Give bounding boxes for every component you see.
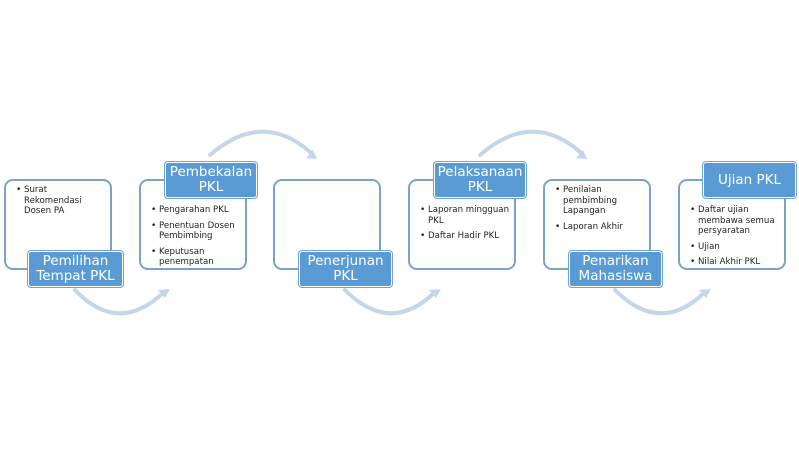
step-2-item-1: Pengarahan PKL <box>151 205 241 216</box>
step-6-item-1: Daftar ujian membawa semua persyaratan <box>690 205 780 237</box>
step-5-items: Penilaian pembimbing Lapangan Laporan Ak… <box>553 185 645 232</box>
step-5-item-2: Laporan Akhir <box>555 222 645 233</box>
arrow-4-head <box>576 150 587 159</box>
step-3-label: Penerjunan PKL <box>299 251 392 287</box>
step-4-item-1: Laporan mingguan PKL <box>420 205 510 226</box>
arrow-1-to-2 <box>73 288 165 316</box>
step-6-item-3: Nilai Akhir PKL <box>690 257 780 268</box>
arrow-2-head <box>306 150 317 159</box>
step-6-items: Daftar ujian membawa semua persyaratan U… <box>688 205 780 268</box>
step-2-label: Pembekalan PKL <box>165 162 257 198</box>
step-1-label: Pemilihan Tempat PKL <box>28 251 123 287</box>
arrow-4-to-5 <box>478 129 582 157</box>
arrow-5-to-6 <box>613 288 706 316</box>
arrow-3-to-4 <box>343 288 436 316</box>
arrow-3-head <box>429 289 441 298</box>
step-4-item-2: Daftar Hadir PKL <box>420 231 510 242</box>
arrow-2-to-3 <box>208 129 312 157</box>
step-2-item-2: Penentuan Dosen Pembimbing <box>151 221 241 242</box>
step-2-items: Pengarahan PKL Penentuan Dosen Pembimbin… <box>149 205 241 268</box>
step-6-panel: Daftar ujian membawa semua persyaratan U… <box>678 179 786 270</box>
step-6-item-2: Ujian <box>690 242 780 253</box>
step-1-items: Surat Rekomendasi Dosen PA <box>14 185 106 217</box>
arrow-5-head <box>699 289 711 298</box>
arrow-1-head <box>158 289 170 298</box>
step-5-item-1: Penilaian pembimbing Lapangan <box>555 185 645 217</box>
step-2-item-3: Keputusan penempatan <box>151 247 241 268</box>
step-1-item-1: Surat Rekomendasi Dosen PA <box>16 185 106 217</box>
step-4-items: Laporan mingguan PKL Daftar Hadir PKL <box>418 205 510 242</box>
step-5-label: Penarikan Mahasiswa <box>569 251 662 287</box>
step-6-label: Ujian PKL <box>703 162 796 198</box>
step-4-label: Pelaksanaan PKL <box>434 162 526 198</box>
